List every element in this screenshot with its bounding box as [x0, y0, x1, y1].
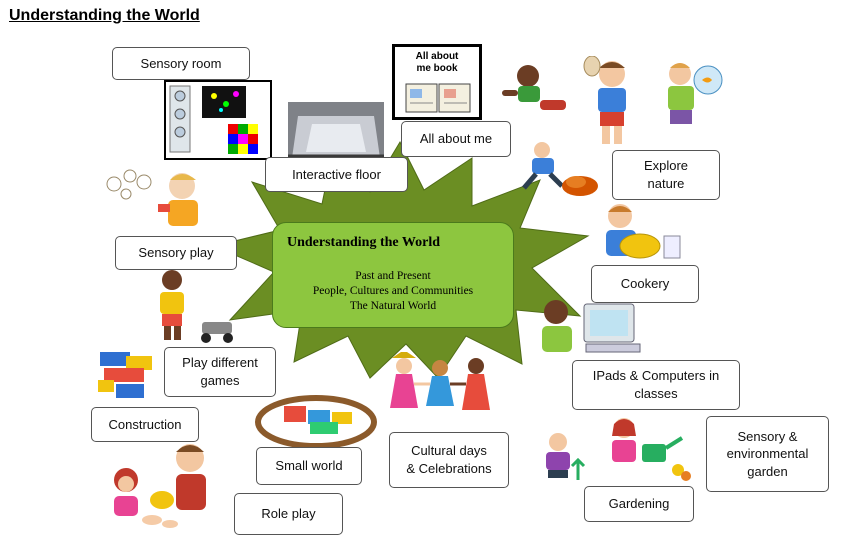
center-strand-past: Past and Present [355, 270, 431, 282]
book-cover-title: All about me book [415, 51, 459, 74]
center-title: Understanding the World [287, 235, 440, 250]
boy-with-fishbowl-illustration [668, 63, 723, 124]
center-strand-people: People, Cultures and Communities [312, 284, 474, 297]
explore-nature-label: Explore nature [612, 150, 720, 200]
all-about-me-label: All about me [401, 121, 511, 157]
cookery-label: Cookery [591, 265, 699, 303]
sensory-garden-label: Sensory & environmental garden [706, 416, 829, 492]
sensory-play-label: Sensory play [115, 236, 237, 270]
sensory-room-image [164, 80, 272, 160]
boy-with-shell-illustration [583, 56, 626, 144]
children-holding-hands-illustration [390, 352, 490, 410]
all-about-me-book-image: All about me book [392, 44, 482, 120]
boy-cooking-illustration [606, 204, 681, 259]
child-computer-illustration [542, 300, 641, 353]
cultural-days-label: Cultural days & Celebrations [389, 432, 509, 488]
child-blowing-bubbles-illustration [106, 169, 198, 226]
lego-bricks-illustration [98, 352, 152, 398]
play-different-games-label: Play different games [164, 347, 276, 397]
center-card: Understanding the World Past and Present… [272, 222, 514, 328]
child-jumping-leaves-illustration [522, 142, 598, 196]
role-play-label: Role play [234, 493, 343, 535]
girl-tea-party-illustration [114, 444, 206, 528]
child-playing-illustration [502, 65, 566, 110]
center-strand-world: The Natural World [349, 299, 437, 312]
interactive-floor-label: Interactive floor [265, 157, 408, 192]
construction-label: Construction [91, 407, 199, 442]
train-set-illustration [255, 395, 377, 449]
boy-gardening-illustration [546, 433, 586, 480]
interactive-floor-image [288, 102, 384, 160]
page-title: Understanding the World [9, 7, 200, 24]
gardening-label: Gardening [584, 486, 694, 522]
ipads-computers-label: IPads & Computers in classes [572, 360, 740, 410]
small-world-label: Small world [256, 447, 362, 485]
sensory-room-label: Sensory room [112, 47, 250, 80]
girl-watering-can-illustration [612, 418, 691, 481]
child-remote-car-illustration [160, 270, 233, 343]
center-strands: Past and Present People, Cultures and Co… [273, 269, 513, 314]
